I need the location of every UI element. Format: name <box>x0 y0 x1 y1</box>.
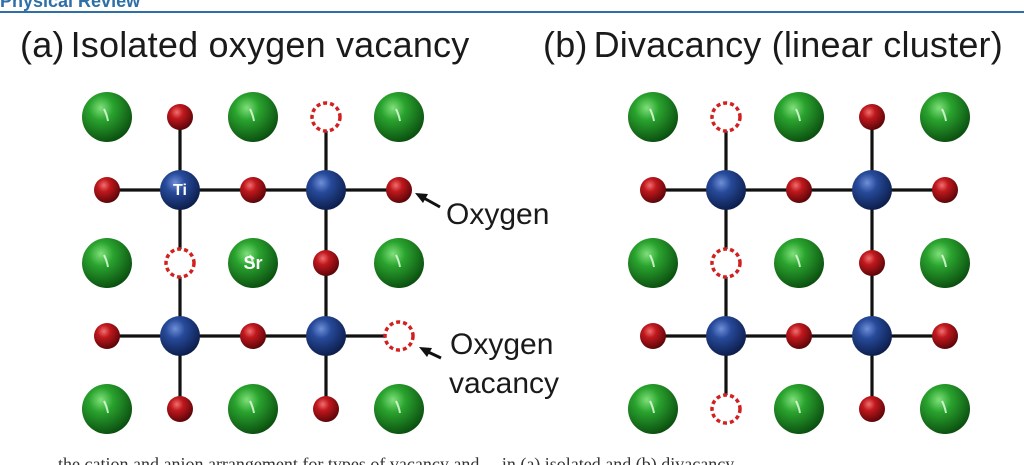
oxygen-sphere-icon <box>386 177 412 203</box>
ti-sphere-icon <box>706 170 746 210</box>
sr-highlight <box>249 400 255 414</box>
sr-atom <box>82 92 132 142</box>
journal-header: Physical Review <box>0 0 1024 14</box>
sr-atom <box>228 92 278 142</box>
sr-atom <box>920 238 970 288</box>
vacancy-ring-icon <box>710 101 742 133</box>
caption-text: ... the cation and anion arrangement for… <box>40 454 735 465</box>
oxygen-sphere-icon <box>240 177 266 203</box>
ti-atom <box>852 170 892 210</box>
caption-strip: ... the cation and anion arrangement for… <box>0 452 1024 465</box>
sr-atom <box>374 384 424 434</box>
sr-highlight <box>795 108 801 122</box>
oxygen-sphere-icon <box>859 396 885 422</box>
journal-header-rule <box>0 11 1024 13</box>
oxygen-sphere-icon <box>640 323 666 349</box>
oxygen-sphere-icon <box>313 396 339 422</box>
sr-highlight <box>103 108 109 122</box>
oxygen-sphere-icon <box>240 323 266 349</box>
oxygen-sphere-icon <box>786 177 812 203</box>
ti-sphere-icon <box>306 170 346 210</box>
oxygen-sphere-icon <box>94 323 120 349</box>
sr-atom <box>774 92 824 142</box>
oxygen-sphere-icon <box>932 323 958 349</box>
ti-sphere-icon <box>852 170 892 210</box>
sr-highlight <box>649 254 655 268</box>
ti-atom <box>306 170 346 210</box>
ti-atom <box>706 170 746 210</box>
oxygen-annotation: Oxygen <box>415 193 549 231</box>
sr-highlight <box>941 400 947 414</box>
sr-atom <box>774 238 824 288</box>
sr-atom <box>628 92 678 142</box>
oxygen-sphere-icon <box>94 177 120 203</box>
ti-atom <box>160 316 200 356</box>
oxygen-label: Oxygen <box>446 198 549 231</box>
vacancy-ring-icon <box>164 247 196 279</box>
oxygen-sphere-icon <box>167 104 193 130</box>
sr-highlight <box>941 254 947 268</box>
sr-highlight <box>103 254 109 268</box>
vacancy-label-line1: Oxygen <box>450 328 553 361</box>
sr-atom <box>82 384 132 434</box>
panel-b-letter: (b) <box>543 24 588 65</box>
panel-b-title: (b)Divacancy (linear cluster) <box>543 24 1003 66</box>
oxygen-sphere-icon <box>932 177 958 203</box>
vacancy-ring-icon <box>310 101 342 133</box>
sr-atom <box>628 238 678 288</box>
sr-highlight <box>395 400 401 414</box>
sr-highlight <box>395 108 401 122</box>
vacancy-ring-icon <box>710 247 742 279</box>
sr-atom <box>920 92 970 142</box>
sr-atom <box>920 384 970 434</box>
sr-highlight <box>649 400 655 414</box>
sr-highlight <box>941 108 947 122</box>
ti-atom <box>160 170 200 210</box>
vacancy-label-line2: vacancy <box>449 367 559 400</box>
oxygen-sphere-icon <box>167 396 193 422</box>
sr-highlight <box>649 108 655 122</box>
ti-atom <box>706 316 746 356</box>
vacancy-ring-icon <box>710 393 742 425</box>
vacancy-arrowhead-icon <box>419 347 432 357</box>
sr-highlight <box>249 108 255 122</box>
vacancy-annotation: Oxygen vacancy <box>419 328 559 400</box>
oxygen-arrowhead-icon <box>415 193 428 203</box>
sr-atom <box>374 238 424 288</box>
sr-atom <box>628 384 678 434</box>
vacancy-ring-icon <box>383 320 415 352</box>
oxygen-sphere-icon <box>859 250 885 276</box>
journal-header-text: Physical Review <box>0 0 141 11</box>
ti-label: Ti <box>173 182 187 199</box>
panel-b-lattice <box>628 92 970 434</box>
oxygen-sphere-icon <box>640 177 666 203</box>
oxygen-sphere-icon <box>859 104 885 130</box>
sr-highlight <box>795 400 801 414</box>
ti-sphere-icon <box>306 316 346 356</box>
panel-a-title: (a)Isolated oxygen vacancy <box>20 24 469 66</box>
sr-highlight <box>395 254 401 268</box>
ti-sphere-icon <box>852 316 892 356</box>
ti-sphere-icon <box>706 316 746 356</box>
ti-sphere-icon <box>160 170 200 210</box>
sr-atom <box>774 384 824 434</box>
sr-highlight <box>795 254 801 268</box>
sr-highlight <box>103 400 109 414</box>
panel-b-title-text: Divacancy (linear cluster) <box>593 24 1003 65</box>
oxygen-sphere-icon <box>313 250 339 276</box>
ti-atom <box>852 316 892 356</box>
ti-atom <box>306 316 346 356</box>
ti-sphere-icon <box>160 316 200 356</box>
panel-a-letter: (a) <box>20 24 65 65</box>
sr-highlight <box>249 254 255 268</box>
sr-atom <box>228 384 278 434</box>
oxygen-sphere-icon <box>786 323 812 349</box>
sr-atom <box>82 238 132 288</box>
sr-atom <box>228 238 278 288</box>
sr-atom <box>374 92 424 142</box>
sr-label: Sr <box>243 253 262 273</box>
panel-a-title-text: Isolated oxygen vacancy <box>70 24 470 65</box>
